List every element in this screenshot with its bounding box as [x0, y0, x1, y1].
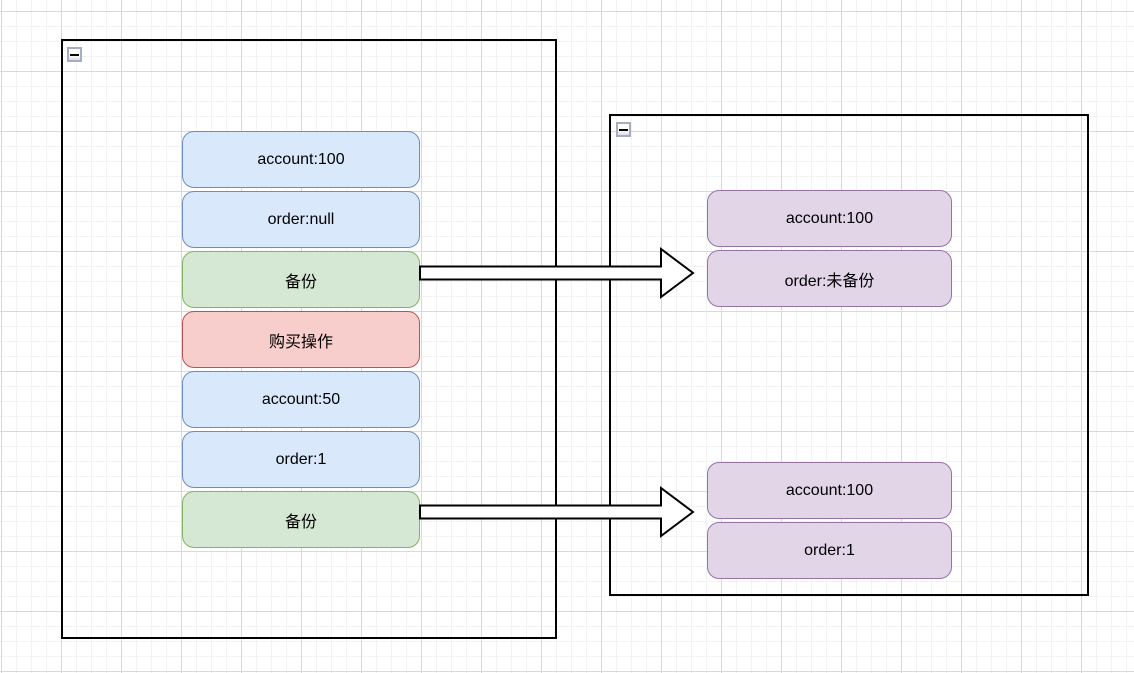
- minus-icon: [70, 53, 79, 56]
- node-label: 备份: [284, 273, 317, 291]
- node-purchase-operation[interactable]: 购买操作: [182, 311, 420, 368]
- node-backup-1[interactable]: 备份: [182, 251, 420, 308]
- node-label: order:未备份: [784, 272, 875, 290]
- node-account-50[interactable]: account:50: [182, 371, 420, 428]
- node-label: account:100: [785, 209, 874, 227]
- node-label: 备份: [284, 513, 317, 531]
- node-backup-result2-order-1[interactable]: order:1: [707, 522, 952, 579]
- node-label: account:50: [261, 390, 341, 408]
- right-group-container[interactable]: [609, 114, 1089, 596]
- minus-icon: [619, 128, 628, 131]
- node-backup-result-account-100[interactable]: account:100: [707, 190, 952, 247]
- node-label: 购买操作: [268, 333, 333, 351]
- node-backup-result-order-not-backed-up[interactable]: order:未备份: [707, 250, 952, 307]
- node-order-null[interactable]: order:null: [182, 191, 420, 248]
- node-order-1[interactable]: order:1: [182, 431, 420, 488]
- node-backup-result2-account-100[interactable]: account:100: [707, 462, 952, 519]
- right-container-collapse-button[interactable]: [616, 122, 631, 137]
- backup-arrow-bottom[interactable]: [419, 486, 695, 538]
- node-label: order:1: [804, 541, 855, 559]
- node-label: order:1: [275, 450, 327, 468]
- node-account-100-initial[interactable]: account:100: [182, 131, 420, 188]
- node-label: order:null: [267, 210, 335, 228]
- backup-arrow-top[interactable]: [419, 247, 695, 299]
- node-backup-2[interactable]: 备份: [182, 491, 420, 548]
- left-group-container[interactable]: [61, 39, 557, 639]
- node-label: account:100: [785, 481, 874, 499]
- node-label: account:100: [257, 150, 345, 168]
- left-container-collapse-button[interactable]: [67, 47, 82, 62]
